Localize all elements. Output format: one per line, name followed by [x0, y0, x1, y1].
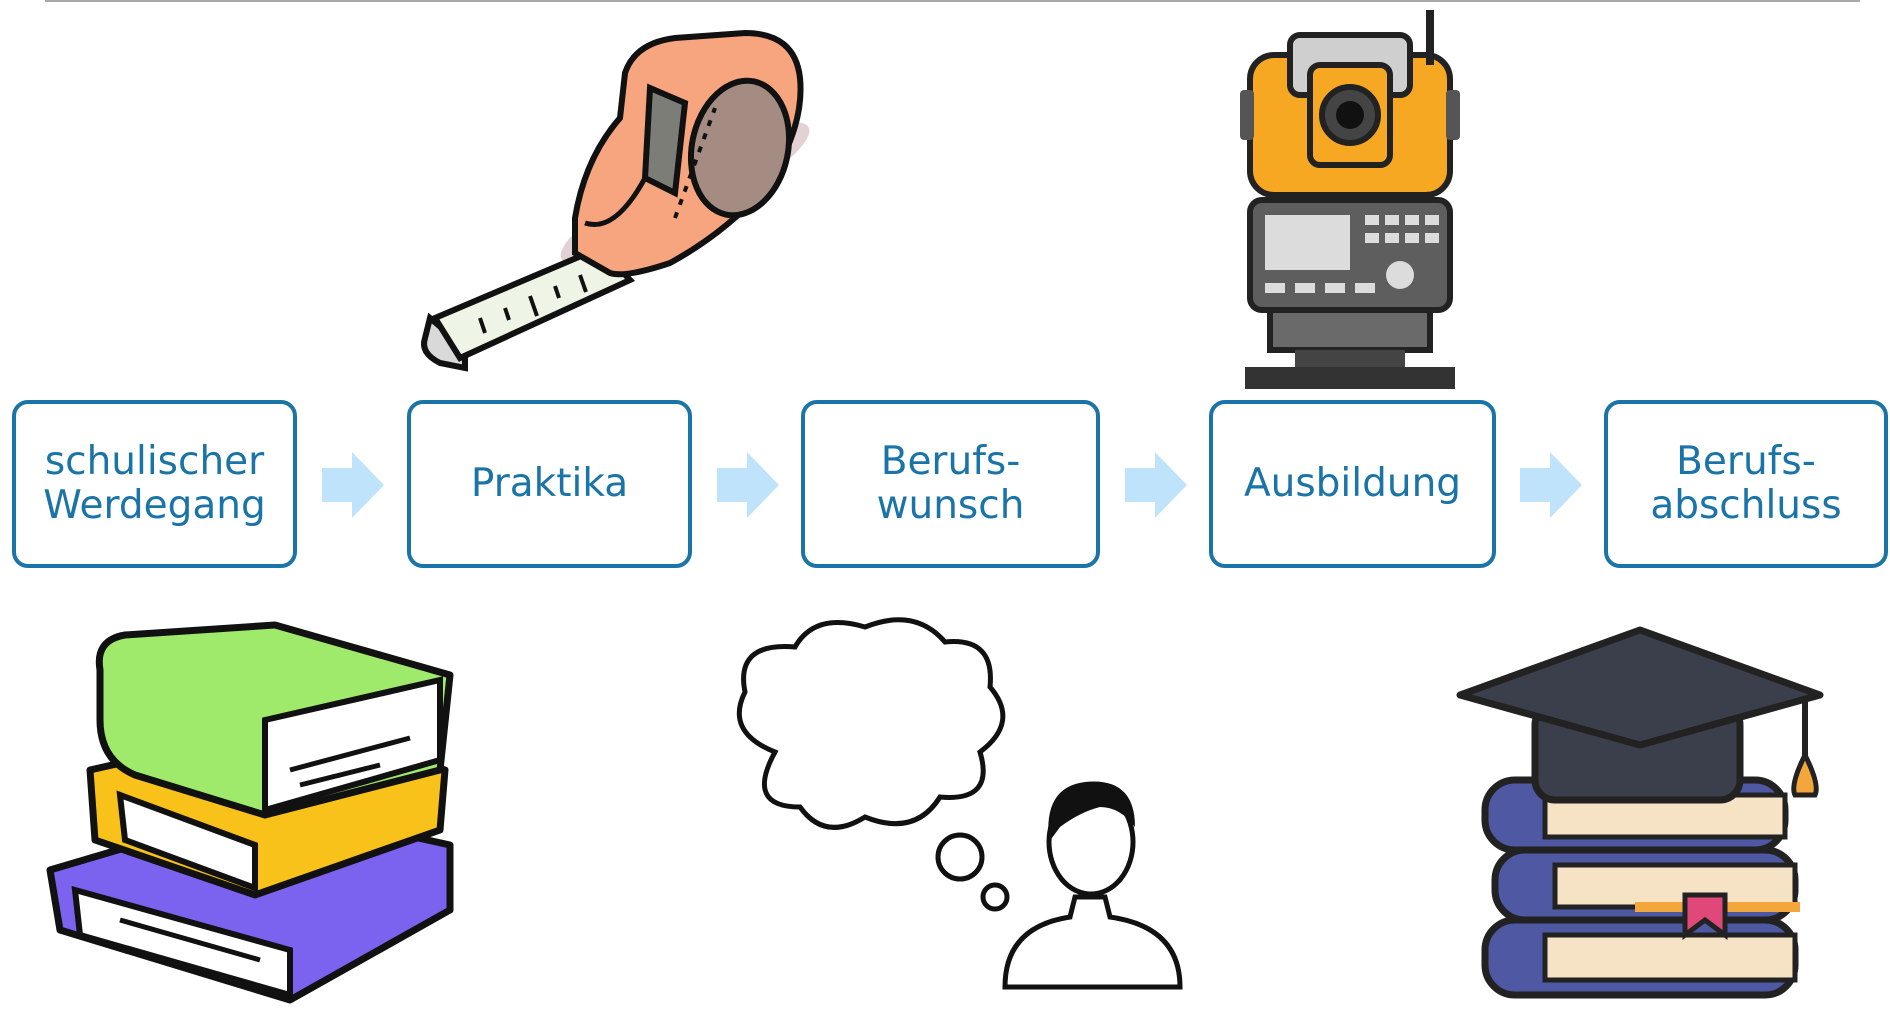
- total-station-icon: [1240, 10, 1460, 389]
- step-label-line: Berufs-: [1676, 439, 1816, 484]
- arrow-right-icon: [717, 452, 779, 518]
- step-berufswunsch: Berufs- wunsch: [801, 400, 1100, 568]
- step-praktika: Praktika: [407, 400, 692, 568]
- thinking-person-icon: [736, 617, 1183, 990]
- tape-measure-icon: [421, 29, 810, 372]
- step-label-line: wunsch: [876, 483, 1025, 528]
- arrow-right-icon: [1520, 452, 1582, 518]
- arrow-right-icon: [1125, 452, 1187, 518]
- step-schulischer-werdegang: schulischer Werdegang: [12, 400, 297, 568]
- top-divider-line: [45, 0, 1860, 2]
- graduation-cap-books-icon: [1456, 626, 1824, 999]
- step-label-line: Berufs-: [880, 439, 1021, 484]
- step-label-line: Praktika: [470, 461, 629, 506]
- step-label-line: Ausbildung: [1243, 461, 1462, 506]
- arrow-right-icon: [322, 452, 384, 518]
- step-berufsabschluss: Berufs- abschluss: [1604, 400, 1888, 568]
- step-label-line: Werdegang: [43, 483, 266, 528]
- step-label-line: abschluss: [1650, 483, 1842, 528]
- book-stack-icon: [46, 621, 454, 1004]
- step-ausbildung: Ausbildung: [1209, 400, 1496, 568]
- step-label-line: schulischer: [44, 439, 265, 484]
